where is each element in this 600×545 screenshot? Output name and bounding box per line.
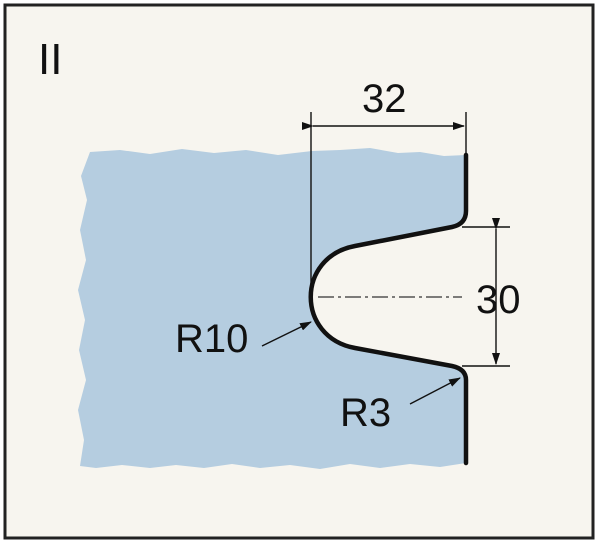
width-dimension-label: 32	[362, 77, 407, 121]
corner-radius-label: R3	[340, 391, 391, 435]
corner-radius-leader	[409, 377, 461, 405]
height-dimension-label: 30	[476, 278, 521, 322]
material-section	[78, 148, 466, 469]
section-label: II	[38, 35, 62, 84]
notch-radius-label: R10	[175, 317, 248, 361]
notch-radius-leader	[261, 321, 312, 347]
